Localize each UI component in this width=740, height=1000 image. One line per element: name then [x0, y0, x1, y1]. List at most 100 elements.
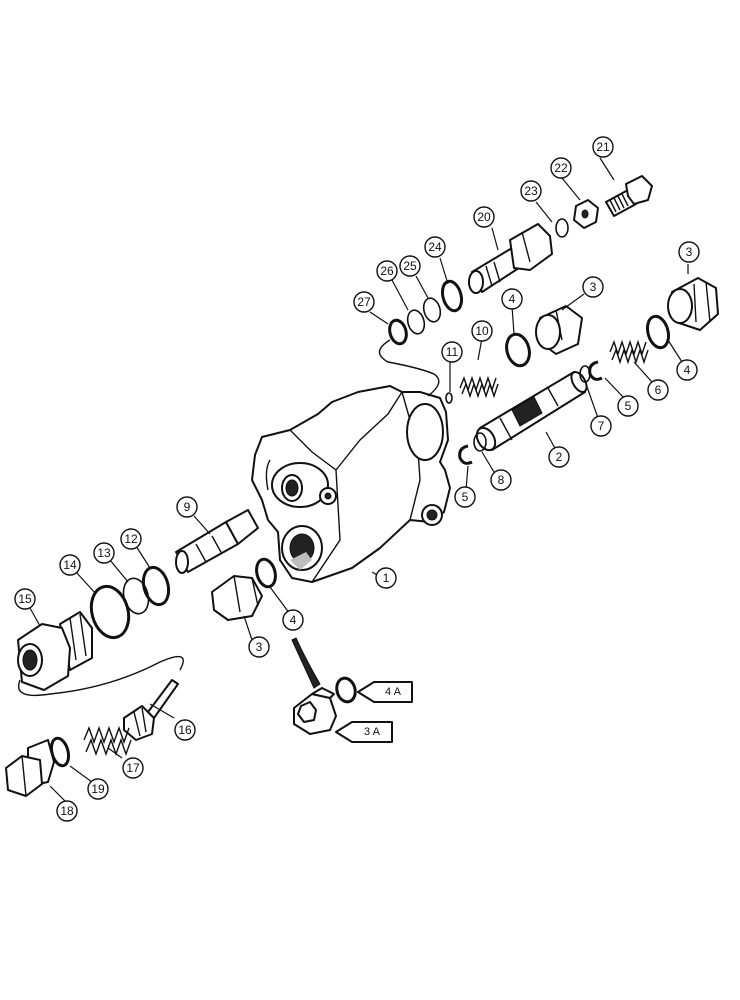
spring-17 [83, 725, 132, 757]
washer-8 [473, 432, 487, 452]
o-ring-4-right [645, 314, 671, 350]
plug-3a [293, 687, 337, 735]
svg-text:4: 4 [509, 292, 516, 306]
callout-11: 11 [441, 341, 463, 363]
callout-1: 1 [375, 567, 397, 589]
callout-3-lower: 3 [248, 636, 270, 658]
callout-24: 24 [424, 236, 446, 258]
relief-valve-15 [17, 611, 93, 691]
svg-text:6: 6 [655, 383, 662, 397]
callout-4-lower: 4 [282, 609, 304, 631]
plug-3-right [667, 277, 719, 331]
svg-text:4: 4 [290, 613, 297, 627]
svg-text:8: 8 [498, 473, 505, 487]
spool [475, 371, 588, 452]
callout-23: 23 [520, 180, 542, 202]
adjusting-screw-21 [605, 175, 653, 217]
callout-19: 19 [87, 778, 109, 800]
washer-23 [555, 218, 569, 238]
svg-text:25: 25 [403, 259, 417, 273]
svg-text:18: 18 [60, 804, 74, 818]
valve-body [251, 385, 451, 583]
svg-text:27: 27 [357, 295, 371, 309]
callout-18: 18 [56, 800, 78, 822]
callout-21: 21 [592, 136, 614, 158]
svg-text:5: 5 [625, 399, 632, 413]
check-valve-9 [175, 509, 259, 574]
svg-text:11: 11 [446, 345, 459, 359]
plug-3-upper [535, 305, 583, 355]
assembly-path-lower [18, 655, 184, 697]
callout-3-right: 3 [678, 241, 700, 263]
callout-5-left: 5 [454, 486, 476, 508]
callout-10: 10 [471, 320, 493, 342]
callout-group: 1 2 3 3 3 4 4 4 5 5 6 7 8 9 10 11 12 13 … [14, 136, 700, 822]
svg-text:23: 23 [524, 184, 538, 198]
callout-16: 16 [174, 719, 196, 741]
spring-10 [459, 375, 499, 399]
washer-7 [579, 365, 591, 383]
leader-lines [29, 157, 689, 805]
callout-3-upper: 3 [582, 276, 604, 298]
svg-text:21: 21 [596, 140, 610, 154]
svg-text:4: 4 [684, 363, 691, 377]
o-ring-14 [89, 584, 131, 640]
callout-4-right: 4 [676, 359, 698, 381]
svg-text:3 A: 3 A [364, 726, 381, 738]
svg-text:22: 22 [554, 161, 568, 175]
spring-6 [609, 339, 649, 365]
callout-5-right: 5 [617, 395, 639, 417]
o-ring-27 [388, 318, 408, 346]
svg-text:13: 13 [97, 546, 111, 560]
callout-9: 9 [176, 496, 198, 518]
svg-text:24: 24 [428, 240, 442, 254]
callout-26: 26 [376, 260, 398, 282]
svg-text:3: 3 [256, 640, 263, 654]
alternate-arrow [291, 637, 321, 689]
callout-6: 6 [647, 379, 669, 401]
svg-text:16: 16 [178, 723, 192, 737]
jam-nut-22 [573, 199, 599, 229]
relief-cartridge-20 [468, 223, 553, 294]
svg-text:4 A: 4 A [385, 686, 402, 698]
washer-11 [445, 392, 453, 404]
backup-ring-25 [422, 297, 442, 323]
assembly-path-upper [378, 339, 440, 397]
callout-7: 7 [590, 415, 612, 437]
svg-text:3: 3 [686, 245, 693, 259]
svg-text:3: 3 [590, 280, 597, 294]
retaining-ring-5-right [588, 360, 603, 381]
tag-4a: 4 A [357, 681, 413, 703]
piston-16 [123, 679, 179, 741]
svg-text:10: 10 [475, 324, 489, 338]
callout-13: 13 [93, 542, 115, 564]
svg-text:12: 12 [124, 532, 138, 546]
svg-text:5: 5 [462, 490, 469, 504]
o-ring-4-lower [255, 557, 277, 589]
callout-14: 14 [59, 554, 81, 576]
callout-17: 17 [122, 757, 144, 779]
svg-text:17: 17 [126, 761, 140, 775]
svg-text:9: 9 [184, 500, 191, 514]
backup-ring-26 [406, 309, 426, 335]
svg-text:26: 26 [380, 264, 394, 278]
callout-15: 15 [14, 588, 36, 610]
plug-18 [5, 739, 55, 797]
o-ring-12 [141, 565, 171, 607]
plug-3-lower [211, 575, 263, 621]
callout-25: 25 [399, 255, 421, 277]
callout-12: 12 [120, 528, 142, 550]
svg-text:15: 15 [18, 592, 32, 606]
callout-27: 27 [353, 291, 375, 313]
svg-text:7: 7 [598, 419, 605, 433]
svg-text:20: 20 [477, 210, 491, 224]
o-ring-4-upper [505, 332, 531, 368]
callout-8: 8 [490, 469, 512, 491]
retaining-ring-5-left [458, 444, 473, 465]
tag-3a: 3 A [335, 721, 393, 743]
svg-text:14: 14 [63, 558, 77, 572]
o-ring-4a [335, 676, 357, 704]
callout-22: 22 [550, 157, 572, 179]
callout-4-upper: 4 [501, 288, 523, 310]
